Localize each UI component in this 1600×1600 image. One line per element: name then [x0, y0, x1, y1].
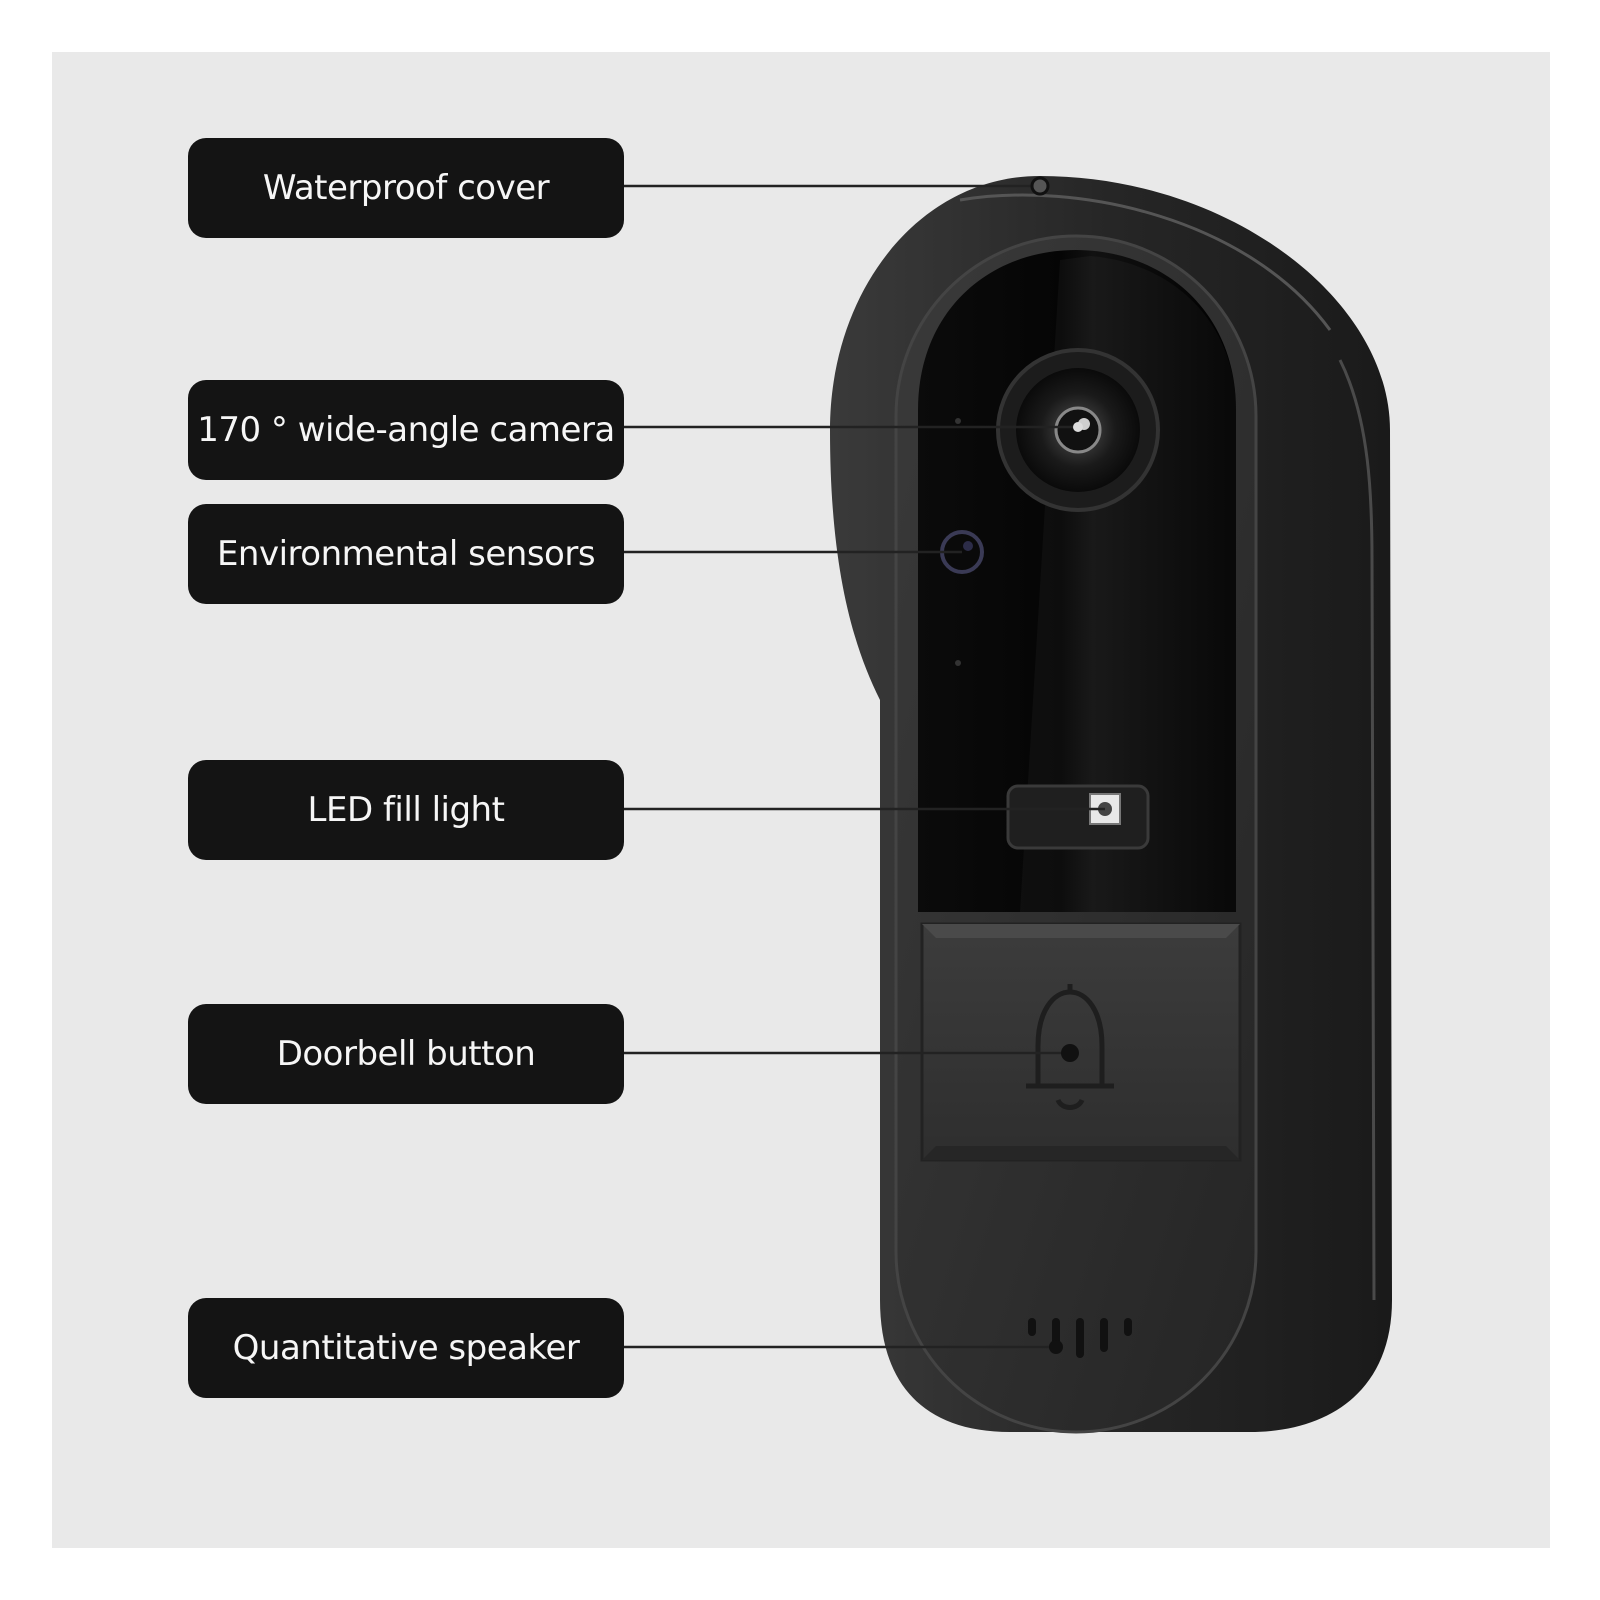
leader-endpoints	[1030, 176, 1083, 1354]
leader-dot-waterproof-cover	[1030, 176, 1050, 196]
label-environmental-sensors: Environmental sensors	[188, 504, 624, 604]
cover-edge-highlight	[1338, 359, 1376, 1301]
leader-dot-camera	[1073, 422, 1083, 432]
leader-lines	[622, 184, 1105, 1349]
bell-icon	[1026, 984, 1114, 1110]
doorbell-button-panel	[920, 922, 1242, 1162]
label-waterproof-cover: Waterproof cover	[188, 138, 624, 238]
label-doorbell-button: Doorbell button	[188, 1004, 624, 1104]
label-led-fill-light: LED fill light	[188, 760, 624, 860]
label-quantitative-speaker: Quantitative speaker	[188, 1298, 624, 1398]
leader-dot-doorbell-button	[1061, 1044, 1079, 1062]
cover-rim-highlight	[959, 193, 1332, 331]
camera-side-dot	[955, 418, 961, 424]
microphone-dot	[955, 660, 961, 666]
led-icon	[1006, 784, 1150, 850]
label-wide-angle-camera: 170 ° wide-angle camera	[188, 380, 624, 480]
leader-dot-speaker	[1049, 1340, 1063, 1354]
